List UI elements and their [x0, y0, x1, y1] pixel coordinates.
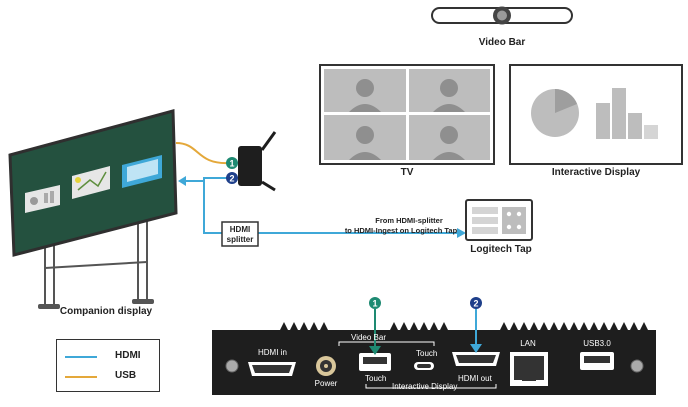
svg-text:2: 2 [229, 174, 234, 184]
pointer-arrow-1 [369, 309, 381, 355]
port-label-hdmi-in: HDMI in [258, 348, 287, 357]
badge-2-adapter: 2 [226, 172, 238, 184]
svg-text:1: 1 [229, 159, 234, 169]
hdmi-in-port [248, 362, 296, 376]
legend-swatch-usb [65, 376, 97, 378]
badge-1-port: 1 [369, 297, 381, 309]
legend: HDMI USB [56, 339, 160, 392]
tv-device [319, 64, 495, 165]
computer-port-panel [212, 322, 656, 395]
usb30-port [580, 352, 614, 370]
port-label-hdmi-out: HDMI out [458, 374, 493, 383]
interactive-display-device [509, 64, 683, 165]
lan-port [510, 352, 548, 386]
legend-item-hdmi: HDMI [65, 350, 155, 364]
hdmi-cable-splitter-to-companion [178, 176, 232, 234]
logitech-tap-device [465, 199, 533, 241]
port-label-touch-bottom: Touch [365, 374, 386, 383]
interactive-display-label: Interactive Display [551, 167, 641, 178]
port-label-lan: LAN [520, 339, 536, 348]
video-bar-usb-port [359, 353, 391, 371]
connection-note-line1: From HDMI-splitter [375, 216, 443, 225]
usb-cable [175, 142, 231, 165]
usb-hdmi-adapter [238, 131, 277, 192]
port-label-interactive-display: Interactive Display [392, 382, 457, 391]
legend-swatch-hdmi [65, 356, 97, 358]
companion-display-label: Companion display [59, 306, 153, 317]
legend-label-hdmi: HDMI [115, 350, 141, 361]
power-port [316, 356, 336, 376]
port-label-touch-top: Touch [416, 349, 437, 358]
hdmi-cable-splitter-to-tap [258, 228, 466, 238]
connection-note-line2: to HDMI-Ingest on Logitech Tap [345, 226, 458, 235]
logitech-tap-label: Logitech Tap [470, 244, 532, 255]
video-bar-label: Video Bar [478, 37, 526, 48]
hdmi-out-port [452, 352, 500, 366]
splitter-label-line1: HDMI [230, 225, 250, 234]
companion-display-device [8, 109, 178, 309]
svg-text:2: 2 [473, 299, 478, 309]
port-label-usb30: USB3.0 [583, 339, 611, 348]
badge-1-adapter: 1 [226, 157, 238, 169]
badge-2-port: 2 [470, 297, 482, 309]
legend-item-usb: USB [65, 370, 155, 384]
port-label-video-bar: Video Bar [351, 333, 386, 342]
touch-usb-c-port [414, 362, 434, 370]
hdmi-splitter-box [221, 221, 259, 247]
video-bar-device [431, 6, 573, 25]
splitter-label-line2: splitter [227, 235, 254, 244]
legend-label-usb: USB [115, 370, 137, 381]
svg-text:1: 1 [372, 299, 377, 309]
tv-label: TV [400, 167, 414, 178]
pointer-arrow-2 [470, 309, 482, 353]
port-label-power: Power [315, 379, 338, 388]
